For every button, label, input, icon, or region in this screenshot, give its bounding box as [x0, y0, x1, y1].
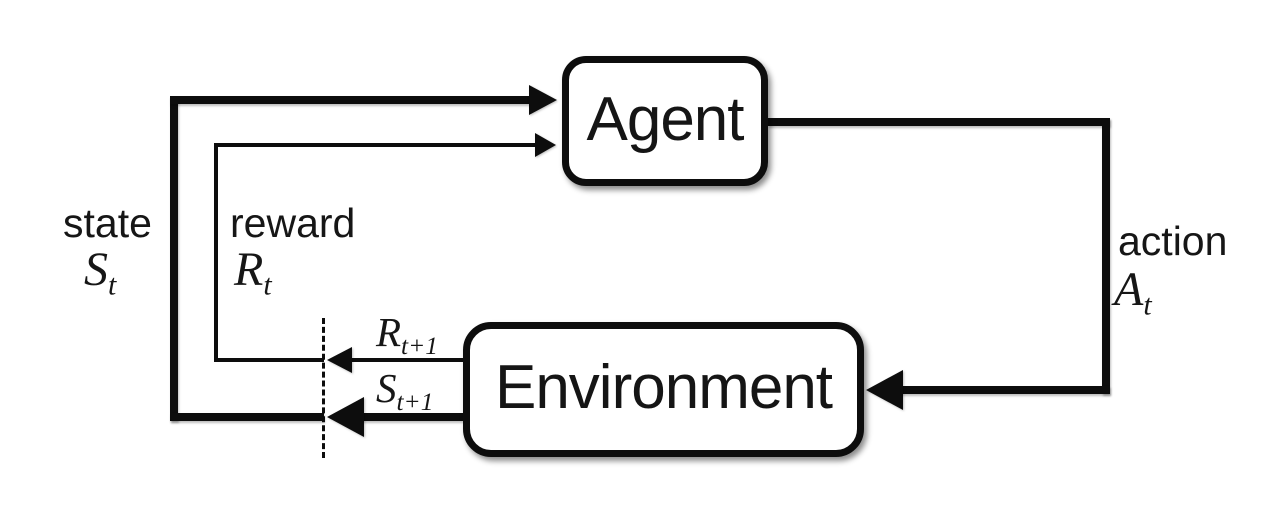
state-edge-vertical	[170, 96, 178, 421]
state-to-agent-arrowhead	[529, 85, 557, 115]
action-symbol: At	[1114, 262, 1152, 323]
next-reward-symbol-base: R	[376, 309, 402, 355]
action-edge-top-horizontal	[768, 118, 1110, 126]
reward-edge-vertical	[214, 143, 218, 362]
reward-edge-top-horizontal	[214, 143, 535, 147]
state-symbol: St	[84, 242, 116, 303]
state-edge-top-horizontal	[170, 96, 530, 104]
action-symbol-subscript: t	[1143, 288, 1152, 322]
action-to-environment-arrowhead	[866, 370, 903, 410]
state-edge-bottom-horizontal-right	[360, 413, 463, 421]
next-state-symbol-base: S	[376, 365, 397, 411]
reward-edge-bottom-horizontal-right	[350, 358, 463, 362]
agent-node-label: Agent	[586, 84, 744, 154]
reward-word-label: reward	[230, 200, 356, 246]
action-word-label: action	[1118, 218, 1228, 264]
action-edge-bottom-horizontal	[901, 386, 1110, 394]
next-reward-symbol-subscript: t+1	[401, 332, 438, 361]
state-edge-bottom-horizontal-left	[170, 413, 324, 421]
action-edge-vertical	[1102, 118, 1110, 394]
next-state-arrowhead	[327, 397, 364, 437]
time-boundary-dashed-line	[322, 318, 325, 458]
next-state-symbol: St+1	[376, 364, 433, 417]
state-symbol-base: S	[84, 243, 108, 296]
reward-to-agent-arrowhead	[535, 133, 556, 157]
next-reward-symbol: Rt+1	[376, 308, 438, 361]
action-symbol-base: A	[1114, 263, 1144, 316]
reward-edge-bottom-horizontal-left	[214, 358, 324, 362]
reward-symbol-base: R	[234, 243, 264, 296]
reward-symbol: Rt	[234, 242, 272, 303]
environment-node-label: Environment	[494, 353, 833, 422]
state-word-label: state	[63, 200, 152, 246]
environment-node: Environment	[463, 322, 864, 457]
next-state-symbol-subscript: t+1	[396, 388, 434, 417]
agent-node: Agent	[562, 56, 768, 186]
state-symbol-subscript: t	[108, 268, 117, 302]
reward-symbol-subscript: t	[263, 268, 272, 302]
next-reward-arrowhead	[327, 347, 352, 373]
